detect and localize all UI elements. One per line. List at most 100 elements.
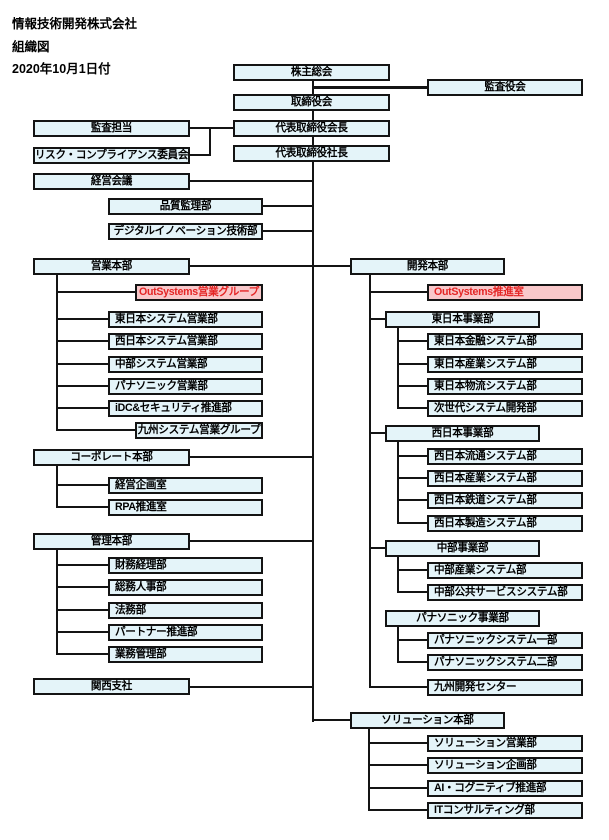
connector-line bbox=[397, 499, 427, 501]
connector-line bbox=[397, 661, 427, 663]
effective-date: 2020年10月1日付 bbox=[12, 62, 111, 76]
org-node-shareholders-meeting: 株主総会 bbox=[233, 64, 390, 81]
org-node-west-japan-system-sales-dept: 西日本システム営業部 bbox=[108, 333, 263, 350]
connector-line bbox=[397, 569, 427, 571]
org-node-solution-sales-dept: ソリューション営業部 bbox=[427, 735, 583, 752]
document-title: 組織図 bbox=[12, 40, 50, 54]
connector-line bbox=[314, 86, 427, 89]
connector-line bbox=[56, 318, 108, 320]
org-node-general-affairs-hr-dept: 総務人事部 bbox=[108, 579, 263, 596]
org-node-legal-dept: 法務部 bbox=[108, 602, 263, 619]
connector-line bbox=[397, 340, 427, 342]
connector-line bbox=[368, 809, 427, 811]
connector-line bbox=[397, 328, 399, 409]
org-node-west-japan-railway-systems-dept: 西日本鉄道システム部 bbox=[427, 492, 583, 509]
org-node-chubu-system-sales-dept: 中部システム営業部 bbox=[108, 356, 263, 373]
org-node-sales-hq: 営業本部 bbox=[33, 258, 190, 275]
org-node-east-japan-finance-systems-dept: 東日本金融システム部 bbox=[427, 333, 583, 350]
connector-line bbox=[190, 540, 312, 542]
org-node-panasonic-business-div: パナソニック事業部 bbox=[385, 610, 540, 627]
org-node-board-of-directors: 取締役会 bbox=[233, 94, 390, 111]
org-node-idc-security-promotion-dept: iDC&セキュリティ推進部 bbox=[108, 400, 263, 417]
org-node-president: 代表取締役社長 bbox=[233, 145, 390, 162]
org-node-partner-promotion-dept: パートナー推進部 bbox=[108, 624, 263, 641]
org-node-management-planning-office: 経営企画室 bbox=[108, 477, 263, 494]
org-node-solution-hq: ソリューション本部 bbox=[350, 712, 505, 729]
connector-line bbox=[56, 363, 108, 365]
connector-line bbox=[190, 456, 312, 458]
connector-line bbox=[397, 407, 427, 409]
org-node-it-consulting-dept: ITコンサルティング部 bbox=[427, 802, 583, 819]
connector-line bbox=[397, 627, 399, 663]
org-node-panasonic-systems-dept-2: パナソニックシステム二部 bbox=[427, 654, 583, 671]
connector-line bbox=[368, 764, 427, 766]
connector-line bbox=[397, 455, 427, 457]
org-node-risk-compliance-committee: リスク・コンプライアンス委員会 bbox=[33, 147, 190, 164]
connector-line bbox=[56, 564, 108, 566]
connector-line bbox=[56, 653, 108, 655]
connector-line bbox=[56, 275, 58, 431]
org-node-solution-planning-dept: ソリューション企画部 bbox=[427, 757, 583, 774]
connector-line bbox=[56, 609, 108, 611]
org-node-next-gen-systems-dev-dept: 次世代システム開発部 bbox=[427, 400, 583, 417]
connector-line bbox=[369, 291, 427, 293]
org-node-east-japan-logistics-systems-dept: 東日本物流システム部 bbox=[427, 378, 583, 395]
connector-line bbox=[397, 363, 427, 365]
connector-line bbox=[312, 137, 314, 145]
connector-line bbox=[369, 275, 371, 688]
org-node-east-japan-business-div: 東日本事業部 bbox=[385, 311, 540, 328]
org-node-admin-hq: 管理本部 bbox=[33, 533, 190, 550]
org-node-chubu-industry-systems-dept: 中部産業システム部 bbox=[427, 562, 583, 579]
connector-line bbox=[312, 162, 314, 722]
org-node-development-hq: 開発本部 bbox=[350, 258, 505, 275]
connector-line bbox=[56, 506, 108, 508]
connector-line bbox=[368, 787, 427, 789]
connector-line bbox=[56, 340, 108, 342]
connector-line bbox=[368, 729, 370, 811]
connector-line bbox=[397, 477, 427, 479]
org-node-chubu-business-div: 中部事業部 bbox=[385, 540, 540, 557]
org-node-ai-cognitive-promotion-dept: AI・コグニティブ推進部 bbox=[427, 780, 583, 797]
org-node-outsystems-promotion-office: OutSystems推進室 bbox=[427, 284, 583, 301]
connector-line bbox=[369, 432, 385, 434]
connector-line bbox=[56, 550, 58, 655]
org-node-west-japan-manufacturing-systems-dept: 西日本製造システム部 bbox=[427, 515, 583, 532]
connector-line bbox=[369, 318, 385, 320]
org-node-corporate-hq: コーポレート本部 bbox=[33, 449, 190, 466]
connector-line bbox=[397, 639, 427, 641]
connector-line bbox=[397, 522, 427, 524]
connector-line bbox=[190, 127, 233, 129]
connector-line bbox=[56, 407, 108, 409]
connector-line bbox=[397, 591, 427, 593]
org-node-management-council: 経営会議 bbox=[33, 173, 190, 190]
org-node-audit-staff: 監査担当 bbox=[33, 120, 190, 137]
org-node-west-japan-industry-systems-dept: 西日本産業システム部 bbox=[427, 470, 583, 487]
org-node-east-japan-industry-systems-dept: 東日本産業システム部 bbox=[427, 356, 583, 373]
connector-line bbox=[369, 686, 427, 688]
connector-line bbox=[56, 466, 58, 508]
connector-line bbox=[397, 442, 399, 524]
connector-line bbox=[190, 686, 312, 688]
org-node-audit-board: 監査役会 bbox=[427, 79, 583, 96]
connector-line bbox=[56, 291, 135, 293]
org-node-outsystems-sales-group: OutSystems営業グループ bbox=[135, 284, 263, 301]
connector-line bbox=[190, 154, 211, 156]
connector-line bbox=[368, 742, 427, 744]
connector-line bbox=[369, 547, 385, 549]
org-node-panasonic-systems-dept-1: パナソニックシステム一部 bbox=[427, 632, 583, 649]
connector-line bbox=[190, 265, 350, 267]
org-node-digital-innovation-tech-dept: デジタルイノベーション技術部 bbox=[108, 223, 263, 240]
connector-line bbox=[397, 557, 399, 593]
connector-line bbox=[397, 385, 427, 387]
org-node-business-management-dept: 業務管理部 bbox=[108, 646, 263, 663]
org-node-finance-accounting-dept: 財務経理部 bbox=[108, 557, 263, 574]
org-node-panasonic-sales-dept: パナソニック営業部 bbox=[108, 378, 263, 395]
org-node-kyushu-dev-center: 九州開発センター bbox=[427, 679, 583, 696]
connector-line bbox=[263, 205, 312, 207]
company-name: 情報技術開発株式会社 bbox=[12, 17, 138, 31]
org-node-kyushu-system-sales-group: 九州システム営業グループ bbox=[135, 422, 263, 439]
connector-line bbox=[56, 385, 108, 387]
org-node-west-japan-business-div: 西日本事業部 bbox=[385, 425, 540, 442]
connector-line bbox=[312, 719, 350, 721]
org-node-chairman: 代表取締役会長 bbox=[233, 120, 390, 137]
